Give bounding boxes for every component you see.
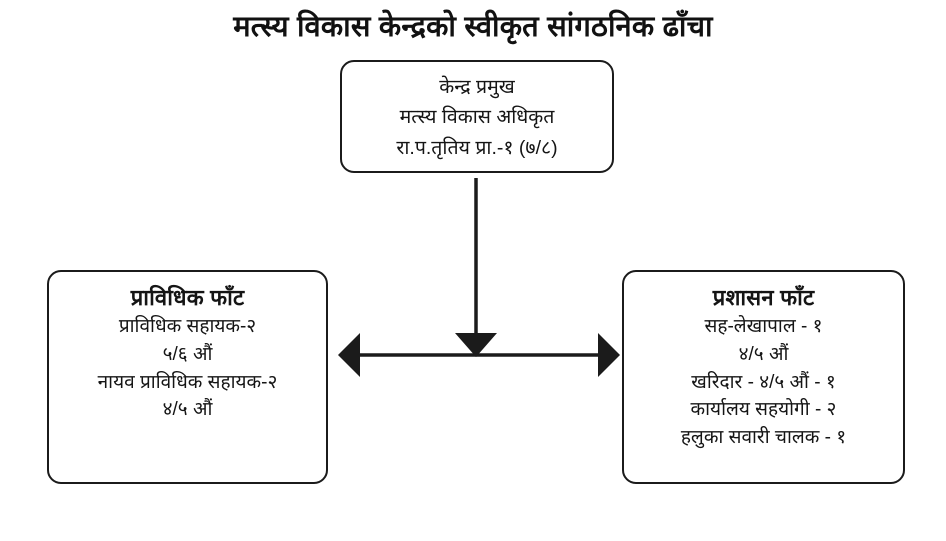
horizontal-double-arrow-icon — [338, 333, 620, 377]
node-technical-section: प्राविधिक फाँट प्राविधिक सहायक-२ ५/६ औं … — [47, 270, 328, 484]
node-line: कार्यालय सहयोगी - २ — [690, 399, 837, 421]
node-line: ४/५ औं — [162, 399, 213, 421]
node-line: ५/६ औं — [162, 343, 213, 365]
vertical-arrow-down-icon — [455, 178, 497, 357]
node-line: हलुका सवारी चालक - १ — [680, 427, 847, 449]
node-line: ४/५ औं — [738, 343, 789, 365]
page-title: मत्स्य विकास केन्द्रको स्वीकृत सांगठनिक … — [233, 11, 713, 43]
node-line: सह-लेखापाल - १ — [704, 316, 823, 338]
node-line: रा.प.तृतिय प्रा.-१ (७/८) — [396, 136, 558, 159]
node-administration-section: प्रशासन फाँट सह-लेखापाल - १ ४/५ औं खरिदा… — [622, 270, 905, 484]
node-line: केन्द्र प्रमुख — [439, 76, 515, 98]
node-line: प्राविधिक सहायक-२ — [118, 316, 257, 338]
node-header: प्रशासन फाँट — [712, 285, 815, 310]
node-line: मत्स्य विकास अधिकृत — [399, 106, 555, 129]
node-header: प्राविधिक फाँट — [130, 285, 245, 310]
node-line: खरिदार - ४/५ औं - १ — [691, 371, 836, 393]
node-line: नायव प्राविधिक सहायक-२ — [97, 371, 278, 393]
node-center-head: केन्द्र प्रमुख मत्स्य विकास अधिकृत रा.प.… — [340, 60, 614, 173]
